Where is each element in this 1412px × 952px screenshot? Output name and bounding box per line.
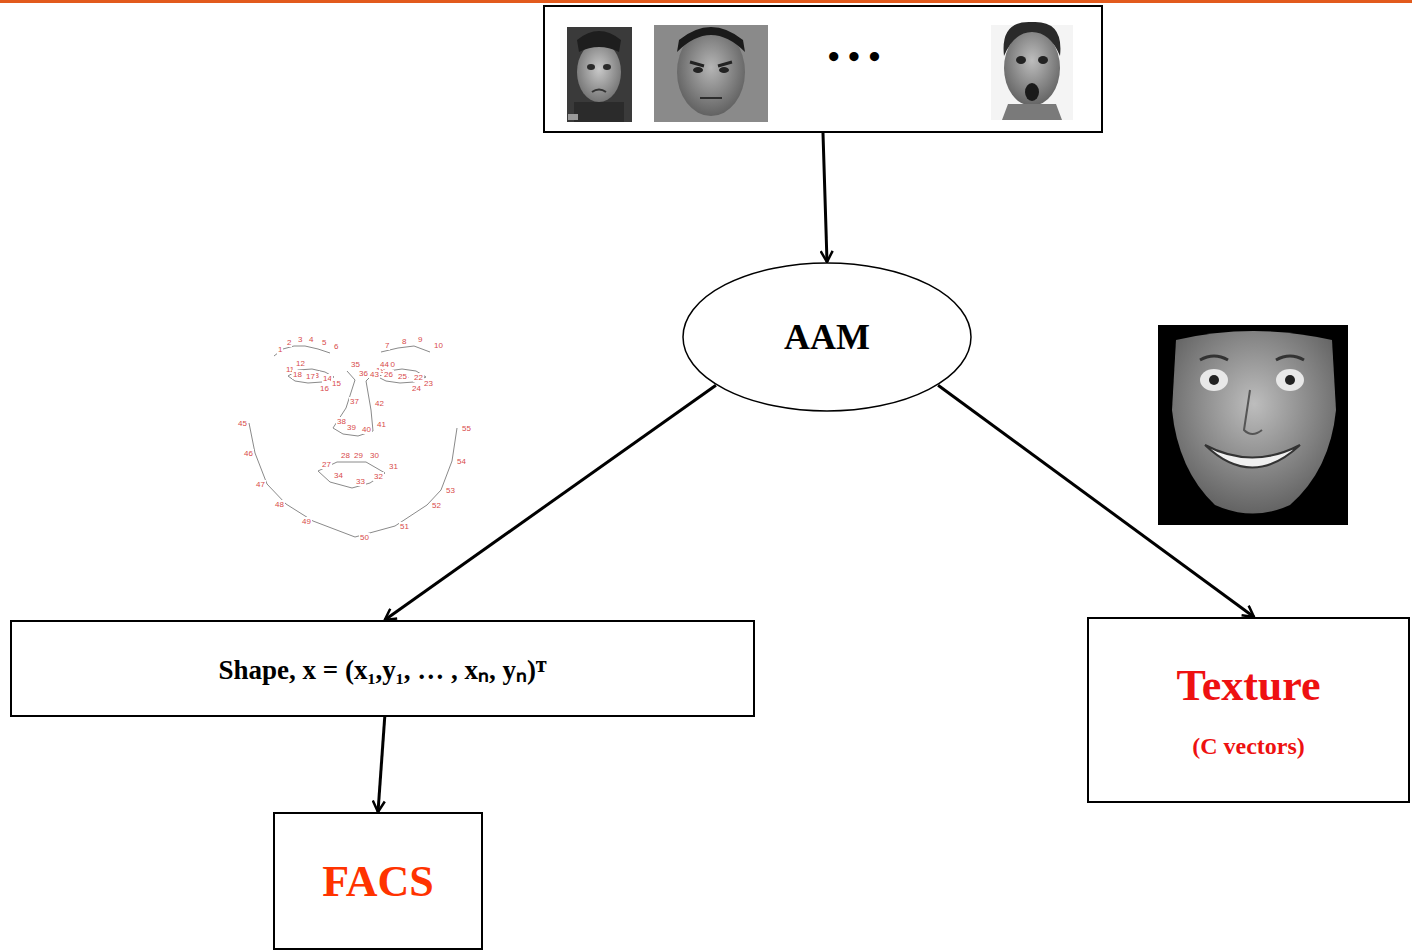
node-text: Texture — [1176, 660, 1320, 711]
landmark-number: 23 — [423, 379, 434, 388]
process-box: Shape, x = (x₁,y₁, … , xₙ, yₙ)ᵀ — [10, 620, 755, 717]
landmark-number: 8 — [401, 337, 407, 346]
landmark-number: 50 — [359, 533, 370, 542]
landmark-number: 4 — [308, 335, 314, 344]
flow-arrow — [938, 385, 1254, 617]
header-bar — [0, 0, 1412, 3]
landmark-number: 6 — [333, 342, 339, 351]
landmark-number: 31 — [388, 462, 399, 471]
landmark-number: 17 — [305, 372, 316, 381]
face-photo — [567, 27, 632, 122]
landmark-number: 42 — [374, 399, 385, 408]
landmark-number: 10 — [433, 341, 444, 350]
landmark-number: 41 — [376, 420, 387, 429]
landmark-number: 3 — [297, 335, 303, 344]
landmark-number: 2 — [286, 338, 292, 347]
node-text: FACS — [322, 856, 434, 907]
landmark-number: 30 — [369, 451, 380, 460]
process-box: • • • — [543, 5, 1103, 133]
landmark-number: 55 — [461, 424, 472, 433]
landmark-number: 51 — [399, 522, 410, 531]
flow-arrow — [385, 385, 716, 620]
landmark-number: 35 — [350, 360, 361, 369]
landmark-number: 26 — [383, 370, 394, 379]
landmark-number: 47 — [255, 480, 266, 489]
landmark-number: 15 — [331, 379, 342, 388]
landmark-number: 24 — [411, 384, 422, 393]
landmark-number: 12 — [295, 359, 306, 368]
landmark-number: 49 — [301, 517, 312, 526]
flow-arrow — [378, 717, 385, 812]
landmark-number: 29 — [353, 451, 364, 460]
landmark-number: 18 — [292, 370, 303, 379]
process-box: Texture (C vectors) — [1087, 617, 1410, 803]
face-photo — [654, 25, 768, 122]
landmark-number: 37 — [349, 397, 360, 406]
process-ellipse: AAM — [682, 262, 972, 412]
landmark-number: 54 — [456, 457, 467, 466]
landmark-number: 48 — [274, 500, 285, 509]
landmark-number: 33 — [355, 477, 366, 486]
landmark-number: 52 — [431, 501, 442, 510]
landmark-number: 34 — [333, 471, 344, 480]
landmark-number: 39 — [346, 423, 357, 432]
landmark-face — [249, 346, 457, 537]
landmark-number: 25 — [397, 372, 408, 381]
landmark-number: 1 — [277, 345, 283, 354]
landmark-number: 46 — [243, 449, 254, 458]
landmark-number: 32 — [373, 472, 384, 481]
texture-image — [1158, 325, 1348, 525]
node-text: Shape, x = (x₁,y₁, … , xₙ, yₙ)ᵀ — [219, 650, 547, 687]
node-text: (C vectors) — [1192, 733, 1305, 760]
landmark-number: 36 — [358, 369, 369, 378]
landmark-number: 9 — [417, 335, 423, 344]
landmark-number: 5 — [321, 338, 327, 347]
node-text: • • • — [828, 38, 881, 76]
landmark-number: 45 — [237, 419, 248, 428]
landmark-number: 27 — [321, 460, 332, 469]
landmark-number: 40 — [361, 425, 372, 434]
landmark-number: 7 — [384, 341, 390, 350]
landmark-number: 43 — [369, 370, 380, 379]
process-box: FACS — [273, 812, 483, 950]
landmark-number: 53 — [445, 486, 456, 495]
node-text: AAM — [784, 316, 870, 358]
face-photo — [991, 22, 1073, 120]
landmark-number: 28 — [340, 451, 351, 460]
landmark-number: 16 — [319, 384, 330, 393]
flow-arrow — [823, 133, 827, 262]
landmark-number: 44 — [379, 360, 390, 369]
